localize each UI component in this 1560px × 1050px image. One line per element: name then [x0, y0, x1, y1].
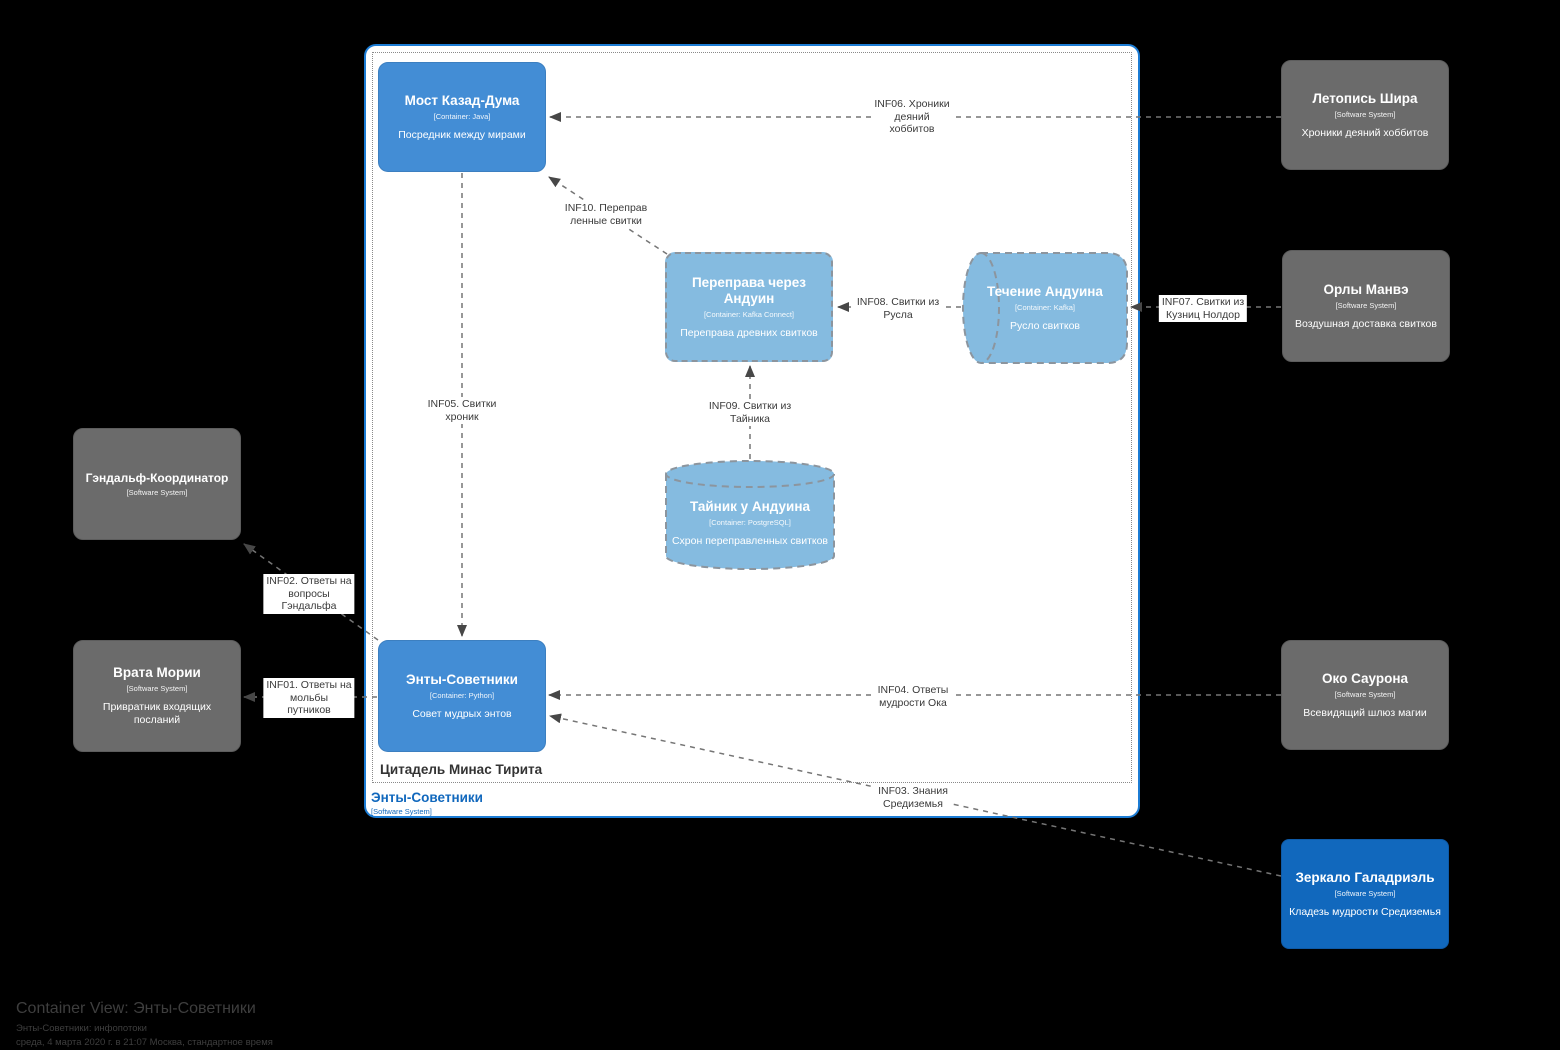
node-title: Мост Казад-Дума: [404, 92, 520, 108]
relationship-label-inf02: INF02. Ответы на вопросы Гэндальфа: [263, 574, 355, 614]
node-title: Орлы Манвэ: [1323, 281, 1409, 297]
system-boundary-meta: [Software System]: [371, 807, 432, 816]
node-title: Гэндальф-Координатор: [85, 470, 229, 485]
container-tajnik-u-anduina[interactable]: Тайник у Андуина [Container: PostgreSQL]…: [665, 460, 835, 570]
node-title: Врата Мории: [113, 665, 201, 681]
node-meta: [Software System]: [1335, 300, 1397, 310]
node-title: Течение Андуина: [987, 283, 1103, 299]
node-desc: Хроники деяний хоббитов: [1301, 126, 1429, 139]
node-desc: Всевидящий шлюз магии: [1303, 706, 1427, 719]
node-title: Око Саурона: [1322, 670, 1408, 686]
node-desc: Схрон переправленных свитков: [671, 534, 829, 547]
system-boundary-title: Энты-Советники: [371, 790, 483, 805]
node-meta: [Container: Python]: [429, 690, 495, 700]
container-most-kazad-duma[interactable]: Мост Казад-Дума [Container: Java] Посред…: [378, 62, 546, 172]
system-gandalf-koordinator[interactable]: Гэндальф-Координатор [Software System]: [73, 428, 241, 540]
diagram-subtitle: Энты-Советники: инфопотоки: [16, 1023, 147, 1034]
pipe-shape: [962, 252, 1128, 364]
container-pereprava-cherez-anduin[interactable]: Переправа через Андуин [Container: Kafka…: [665, 252, 833, 362]
relationship-label-inf04: INF04. Ответы мудрости Ока: [874, 683, 952, 710]
node-meta: [Container: Java]: [433, 111, 491, 121]
node-desc: Переправа древних свитков: [680, 326, 818, 339]
node-desc: Совет мудрых энтов: [412, 707, 512, 720]
relationship-label-inf09: INF09. Свитки из Тайника: [705, 399, 795, 426]
system-zerkalo-galadriel[interactable]: Зеркало Галадриэль [Software System] Кла…: [1281, 839, 1449, 949]
relationship-label-inf05: INF05. Свитки хроник: [424, 397, 500, 424]
node-desc: Воздушная доставка свитков: [1295, 317, 1437, 330]
relationship-label-inf07: INF07. Свитки из Кузниц Нолдор: [1158, 295, 1248, 322]
group-boundary-title: Цитадель Минас Тирита: [380, 762, 543, 777]
node-title: Летопись Шира: [1312, 90, 1418, 106]
system-letopis-shira[interactable]: Летопись Шира [Software System] Хроники …: [1281, 60, 1449, 170]
node-title: Тайник у Андуина: [689, 498, 811, 514]
node-meta: [Container: Kafka Connect]: [703, 309, 795, 319]
relationship-label-inf08: INF08. Свитки из Русла: [853, 295, 943, 322]
diagram-title: Container View: Энты-Советники: [16, 1000, 256, 1017]
system-orly-manve[interactable]: Орлы Манвэ [Software System] Воздушная д…: [1282, 250, 1450, 362]
relationship-label-inf10: INF10. Переправ ленные свитки: [561, 201, 651, 228]
relationship-label-inf01: INF01. Ответы на мольбы путников: [263, 678, 355, 718]
container-techenie-anduina[interactable]: Течение Андуина [Container: Kafka] Русло…: [962, 252, 1128, 364]
diagram-metadata: Container View: Энты-Советники Энты-Сове…: [16, 1000, 273, 1048]
cylinder-shape: [665, 460, 835, 570]
diagram-timestamp: среда, 4 марта 2020 г. в 21:07 Москва, с…: [16, 1037, 273, 1048]
node-desc: Посредник между мирами: [398, 128, 526, 141]
relationship-label-inf03: INF03. Знания Средиземья: [875, 784, 951, 811]
container-enty-sovetniki[interactable]: Энты-Советники [Container: Python] Совет…: [378, 640, 546, 752]
system-oko-saurona[interactable]: Око Саурона [Software System] Всевидящий…: [1281, 640, 1449, 750]
relationship-label-inf06: INF06. Хроники деяний хоббитов: [871, 97, 953, 137]
node-meta: [Software System]: [1334, 109, 1396, 119]
node-meta: [Software System]: [126, 488, 188, 498]
node-meta: [Software System]: [126, 684, 188, 694]
node-meta: [Software System]: [1334, 888, 1396, 898]
node-desc: Кладезь мудрости Средиземья: [1289, 905, 1441, 918]
node-desc: Привратник входящих посланий: [102, 701, 212, 726]
node-meta: [Container: Kafka]: [1014, 302, 1076, 312]
node-title: Переправа через Андуин: [691, 274, 807, 306]
node-title: Зеркало Галадриэль: [1295, 869, 1435, 885]
node-title: Энты-Советники: [406, 671, 518, 687]
node-meta: [Container: PostgreSQL]: [709, 517, 791, 527]
node-desc: Русло свитков: [1009, 319, 1081, 332]
system-vrata-morii[interactable]: Врата Мории [Software System] Привратник…: [73, 640, 241, 752]
node-meta: [Software System]: [1334, 689, 1396, 699]
